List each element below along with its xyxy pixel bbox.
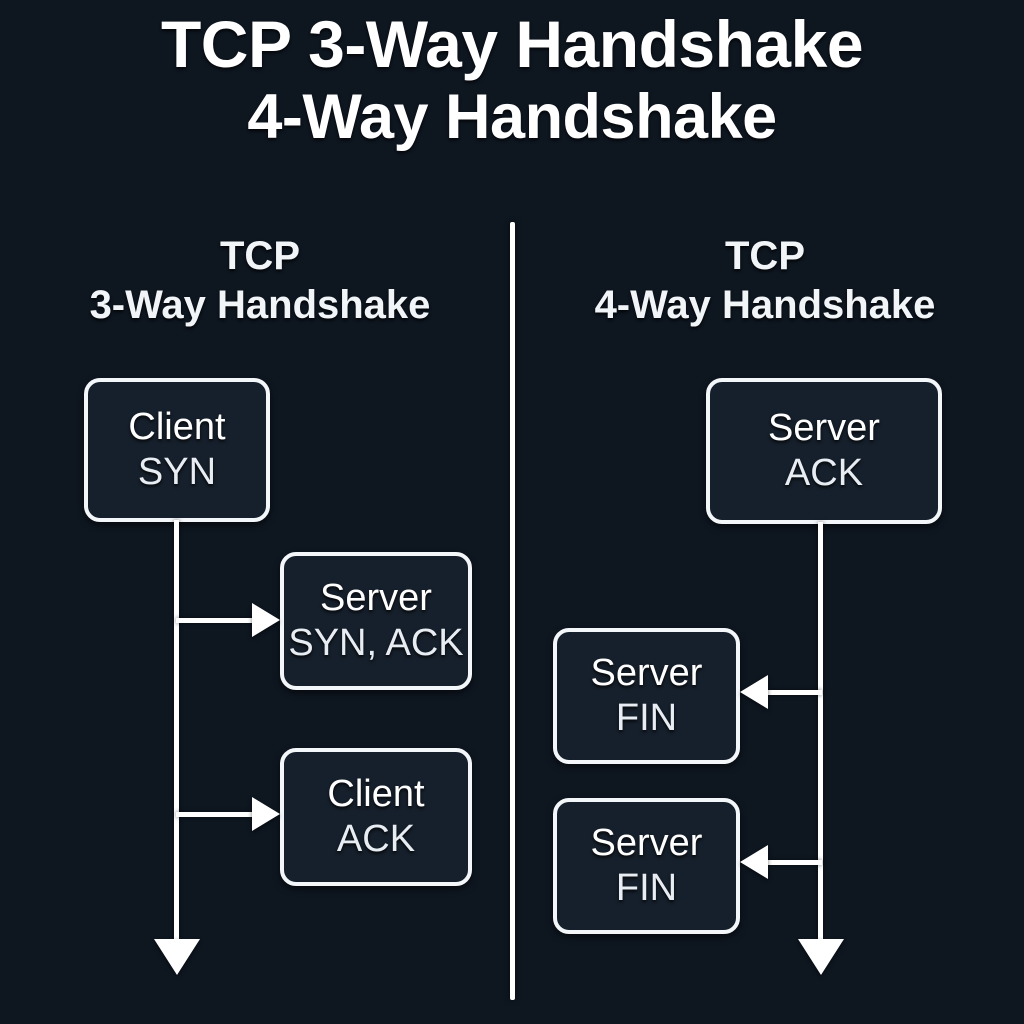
node-role-label: Server (590, 822, 703, 865)
right-connector-line-2 (764, 860, 822, 865)
arrow-down-icon (798, 939, 844, 975)
arrow-down-icon (154, 939, 200, 975)
node-flag-label: FIN (615, 867, 678, 909)
node-role-label: Server (590, 652, 703, 695)
arrow-right-icon (252, 797, 280, 831)
page-title: TCP 3-Way Handshake 4-Way Handshake (0, 7, 1024, 152)
left-column-heading: TCP 3-Way Handshake (50, 232, 470, 330)
left-timeline-line (174, 520, 179, 940)
node-role-label: Server (320, 577, 432, 620)
node-server-fin-second[interactable]: Server FIN (553, 798, 740, 934)
node-flag-label: ACK (336, 818, 416, 860)
right-heading-line-2: 4-Way Handshake (594, 282, 936, 327)
left-connector-line-1 (176, 618, 256, 623)
arrow-left-icon (740, 675, 768, 709)
left-heading-line-1: TCP (220, 234, 300, 278)
left-connector-line-2 (176, 812, 256, 817)
column-divider (510, 222, 515, 1000)
node-client-syn[interactable]: Client SYN (84, 378, 270, 522)
node-flag-label: FIN (615, 697, 678, 739)
node-client-ack[interactable]: Client ACK (280, 748, 472, 886)
arrow-left-icon (740, 845, 768, 879)
title-line-2: 4-Way Handshake (247, 81, 777, 152)
node-server-fin-first[interactable]: Server FIN (553, 628, 740, 764)
right-connector-line-1 (764, 690, 822, 695)
right-heading-line-1: TCP (725, 234, 805, 278)
node-server-ack[interactable]: Server ACK (706, 378, 942, 524)
left-heading-line-2: 3-Way Handshake (89, 282, 431, 327)
node-role-label: Server (768, 407, 880, 450)
node-role-label: Client (128, 406, 226, 449)
node-flag-label: SYN (137, 451, 217, 493)
node-server-syn-ack[interactable]: Server SYN, ACK (280, 552, 472, 690)
right-column-heading: TCP 4-Way Handshake (555, 232, 975, 330)
title-line-1: TCP 3-Way Handshake (160, 7, 864, 81)
arrow-right-icon (252, 603, 280, 637)
node-flag-label: ACK (784, 452, 864, 494)
node-flag-label: SYN, ACK (288, 622, 464, 664)
right-timeline-line (818, 522, 823, 940)
node-role-label: Client (327, 773, 425, 816)
